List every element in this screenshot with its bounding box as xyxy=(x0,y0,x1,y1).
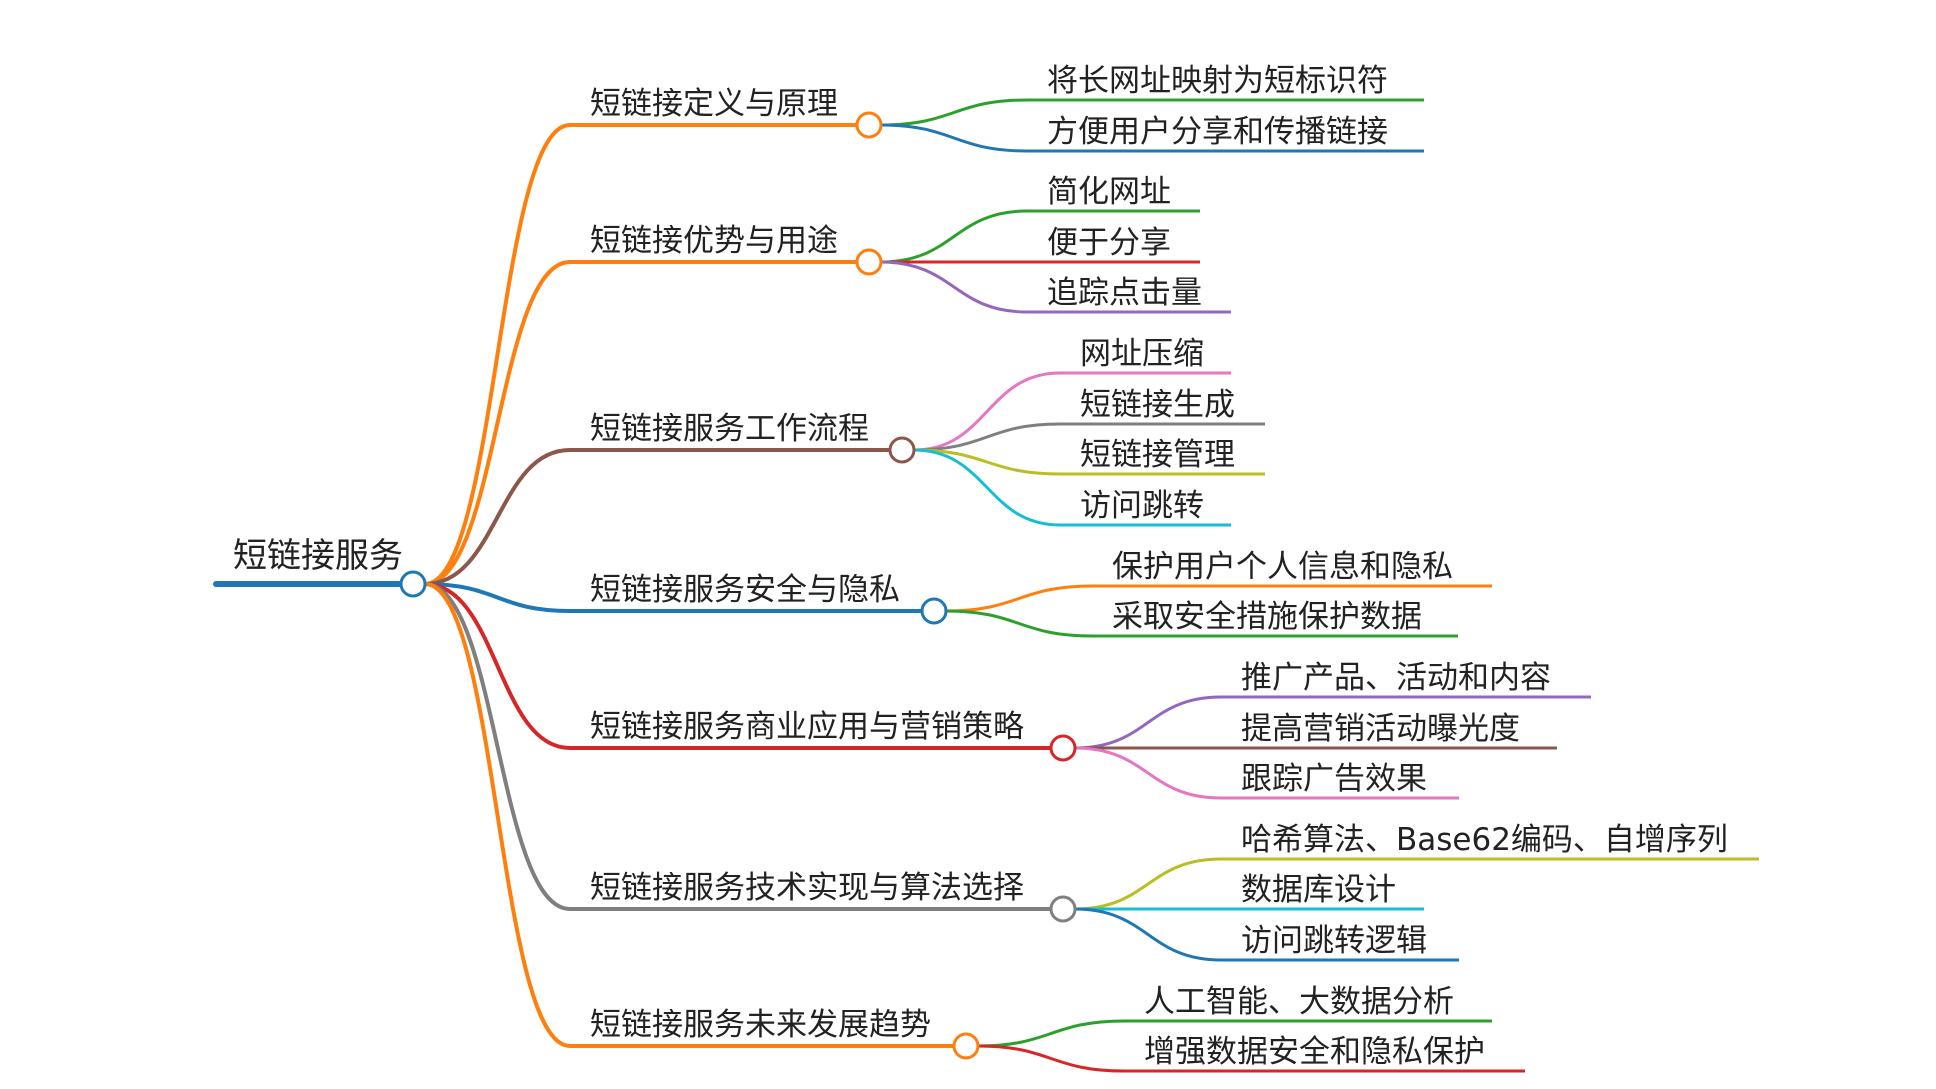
branch-connector xyxy=(424,448,571,586)
leaf-connector xyxy=(945,584,1093,613)
branch-topic-label: 短链接服务工作流程 xyxy=(590,411,869,447)
leaf-topic-label: 人工智能、大数据分析 xyxy=(1144,984,1454,1020)
branch-connector xyxy=(424,582,571,911)
leaf-topic-label: 方便用户分享和传播链接 xyxy=(1047,114,1388,150)
branch-collapse-toggle[interactable] xyxy=(855,248,883,276)
branch-topic-label: 短链接服务安全与隐私 xyxy=(590,572,900,608)
leaf-connector xyxy=(880,260,1028,314)
branch-topic-label: 短链接优势与用途 xyxy=(590,223,838,259)
leaf-connector xyxy=(1074,746,1222,800)
leaf-topic-label: 短链接管理 xyxy=(1080,437,1235,473)
leaf-connector xyxy=(913,448,1061,476)
branch-collapse-toggle[interactable] xyxy=(952,1032,980,1060)
branch-topic-label: 短链接服务商业应用与营销策略 xyxy=(590,709,1024,745)
leaf-topic-label: 访问跳转逻辑 xyxy=(1241,923,1427,959)
leaf-connector xyxy=(1074,695,1222,750)
leaf-topic-label: 简化网址 xyxy=(1047,174,1171,210)
branch-collapse-toggle[interactable] xyxy=(920,597,948,625)
leaf-topic-label: 将长网址映射为短标识符 xyxy=(1047,63,1388,99)
branch-collapse-toggle[interactable] xyxy=(1049,895,1077,923)
leaf-topic-label: 提高营销活动曝光度 xyxy=(1241,711,1520,747)
leaf-connector xyxy=(913,371,1061,452)
leaf-topic-label: 跟踪广告效果 xyxy=(1241,761,1427,797)
leaf-topic-label: 网址压缩 xyxy=(1080,336,1204,372)
branch-topic-label: 短链接定义与原理 xyxy=(590,86,838,122)
leaf-topic-label: 便于分享 xyxy=(1047,225,1171,261)
root-collapse-toggle[interactable] xyxy=(399,570,427,598)
leaf-connector xyxy=(1074,857,1222,911)
leaf-connector xyxy=(913,448,1061,527)
leaf-topic-label: 短链接生成 xyxy=(1080,387,1235,423)
leaf-connector xyxy=(977,1019,1125,1048)
connector-lines xyxy=(213,98,1759,1073)
leaf-topic-label: 采取安全措施保护数据 xyxy=(1112,599,1422,635)
root-topic-label: 短链接服务 xyxy=(233,536,403,576)
branch-connector xyxy=(424,123,571,586)
branch-collapse-toggle[interactable] xyxy=(888,436,916,464)
leaf-connector xyxy=(880,98,1028,127)
leaf-connector xyxy=(977,1044,1125,1073)
leaf-connector xyxy=(880,123,1028,153)
branch-connector xyxy=(424,260,571,586)
branch-connector xyxy=(424,582,571,613)
leaf-topic-label: 推广产品、活动和内容 xyxy=(1241,660,1551,696)
branch-connector xyxy=(424,582,571,750)
leaf-topic-label: 增强数据安全和隐私保护 xyxy=(1144,1034,1485,1070)
leaf-topic-label: 哈希算法、Base62编码、自增序列 xyxy=(1241,822,1728,858)
leaf-connector xyxy=(1074,907,1222,962)
leaf-topic-label: 数据库设计 xyxy=(1241,872,1396,908)
leaf-connector xyxy=(880,209,1028,264)
leaf-topic-label: 访问跳转 xyxy=(1080,488,1204,524)
leaf-topic-label: 保护用户个人信息和隐私 xyxy=(1112,549,1453,585)
branch-connector xyxy=(424,582,571,1048)
topic-nodes: 短链接服务 短链接定义与原理 将长网址映射为短标识符方便用户分享和传播链接短链接优势… xyxy=(233,63,1728,1070)
branch-topic-label: 短链接服务未来发展趋势 xyxy=(590,1007,931,1043)
branch-collapse-toggle[interactable] xyxy=(1049,734,1077,762)
leaf-connector xyxy=(945,609,1093,638)
leaf-connector xyxy=(913,422,1061,452)
branch-collapse-toggle[interactable] xyxy=(855,111,883,139)
branch-topic-label: 短链接服务技术实现与算法选择 xyxy=(590,870,1024,906)
leaf-topic-label: 追踪点击量 xyxy=(1047,275,1202,311)
